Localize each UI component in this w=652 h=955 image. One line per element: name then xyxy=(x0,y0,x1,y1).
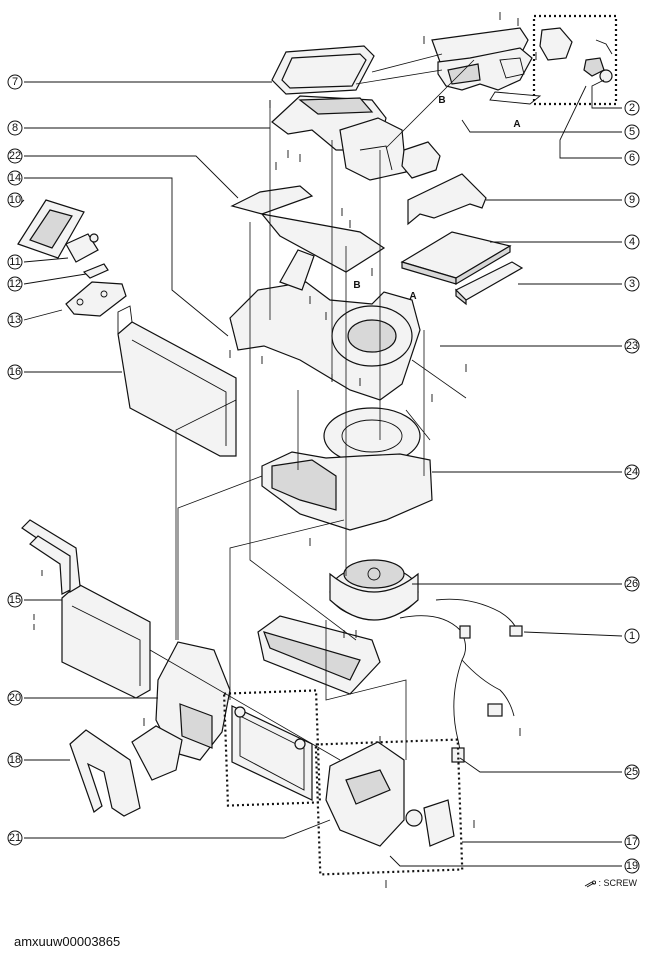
svg-text:2: 2 xyxy=(629,102,635,114)
svg-text:5: 5 xyxy=(629,126,635,138)
actuator-part-2 xyxy=(539,27,613,83)
svg-text:3: 3 xyxy=(629,278,635,290)
svg-text:6: 6 xyxy=(629,152,635,164)
ref-letter-a-mid: A xyxy=(409,291,416,302)
group-frame-17 xyxy=(314,738,464,876)
callout-13: 13 xyxy=(7,312,23,328)
resistor-part-11 xyxy=(65,233,99,263)
callout-leader-lines xyxy=(17,79,623,867)
callout-24: 24 xyxy=(624,464,640,480)
callout-1: 1 xyxy=(624,628,640,644)
callout-14: 14 xyxy=(7,170,23,186)
callout-12: 12 xyxy=(7,276,23,292)
svg-text:7: 7 xyxy=(12,76,18,88)
upper-duct-assembly xyxy=(431,27,542,105)
heater-core-part-15 xyxy=(21,519,151,699)
svg-text:22: 22 xyxy=(9,150,21,162)
heater-case-part-17 xyxy=(325,741,455,847)
assembly-guide-lines xyxy=(149,53,475,761)
ref-letter-b-top: B xyxy=(438,95,445,106)
callout-20: 20 xyxy=(7,690,23,706)
bracket-part-6 xyxy=(401,141,441,179)
plate-part-13 xyxy=(65,281,127,317)
blower-motor-part-26 xyxy=(329,559,419,621)
callout-22: 22 xyxy=(7,148,23,164)
air-filter-part-4 xyxy=(400,231,512,286)
cover-part-9 xyxy=(407,173,487,226)
screws xyxy=(33,12,537,888)
svg-text:12: 12 xyxy=(9,278,21,290)
svg-text:20: 20 xyxy=(9,692,21,704)
filter-cover-part-3 xyxy=(454,261,524,306)
callout-18: 18 xyxy=(7,752,23,768)
ref-letter-a-top: A xyxy=(513,119,520,130)
svg-text:17: 17 xyxy=(626,836,638,848)
svg-text:11: 11 xyxy=(9,256,20,268)
pipe-cover-part-18 xyxy=(69,725,183,817)
callout-15: 15 xyxy=(7,592,23,608)
callout-4: 4 xyxy=(624,234,640,250)
svg-text:19: 19 xyxy=(626,860,638,872)
svg-text:8: 8 xyxy=(12,122,18,134)
callout-16: 16 xyxy=(7,364,23,380)
svg-text:24: 24 xyxy=(626,466,638,478)
lower-cover-part-25 xyxy=(257,615,381,695)
callout-3: 3 xyxy=(624,276,640,292)
figure-id: amxuuw00003865 xyxy=(14,934,121,949)
callout-26: 26 xyxy=(624,576,640,592)
callout-11: 11 xyxy=(7,254,23,270)
svg-text:1: 1 xyxy=(629,630,635,642)
screw-legend: : SCREW xyxy=(584,878,637,888)
ref-letter-b-mid: B xyxy=(353,280,360,291)
svg-text:13: 13 xyxy=(9,314,21,326)
callout-10: 10 xyxy=(7,192,23,208)
callout-8: 8 xyxy=(7,120,23,136)
svg-text:16: 16 xyxy=(9,366,21,378)
callout-2: 2 xyxy=(624,100,640,116)
screw-icon xyxy=(584,880,597,888)
clip-part-12 xyxy=(82,263,109,279)
group-frame-2 xyxy=(532,14,618,106)
lower-case-part-24 xyxy=(261,407,433,531)
callout-6: 6 xyxy=(624,150,640,166)
duct-part-10 xyxy=(17,199,85,259)
mode-door-part-21 xyxy=(231,705,313,801)
evaporator-part-16 xyxy=(117,305,237,457)
svg-text:14: 14 xyxy=(9,172,21,184)
callout-23: 23 xyxy=(624,338,640,354)
svg-text:10: 10 xyxy=(9,194,21,206)
intake-case-part-8 xyxy=(271,95,407,181)
wiring-harness-part-1 xyxy=(399,598,523,765)
svg-text:4: 4 xyxy=(629,236,635,248)
svg-text:9: 9 xyxy=(629,194,635,206)
callout-7: 7 xyxy=(7,74,23,90)
heater-case-part-20 xyxy=(155,641,231,761)
callout-25: 25 xyxy=(624,764,640,780)
callout-19: 19 xyxy=(624,858,640,874)
svg-text:25: 25 xyxy=(626,766,638,778)
svg-text:18: 18 xyxy=(9,754,21,766)
callout-9: 9 xyxy=(624,192,640,208)
svg-text:26: 26 xyxy=(626,578,638,590)
svg-text:21: 21 xyxy=(9,832,21,844)
screw-legend-label: : SCREW xyxy=(598,878,638,888)
bracket-part-22 xyxy=(230,185,386,273)
upper-case-part-14 xyxy=(229,249,421,401)
callout-17: 17 xyxy=(624,834,640,850)
group-frame-21 xyxy=(222,689,322,807)
callout-21: 21 xyxy=(7,830,23,846)
callout-5: 5 xyxy=(624,124,640,140)
svg-text:15: 15 xyxy=(9,594,21,606)
svg-text:23: 23 xyxy=(626,340,638,352)
gasket-part-7 xyxy=(271,45,375,95)
